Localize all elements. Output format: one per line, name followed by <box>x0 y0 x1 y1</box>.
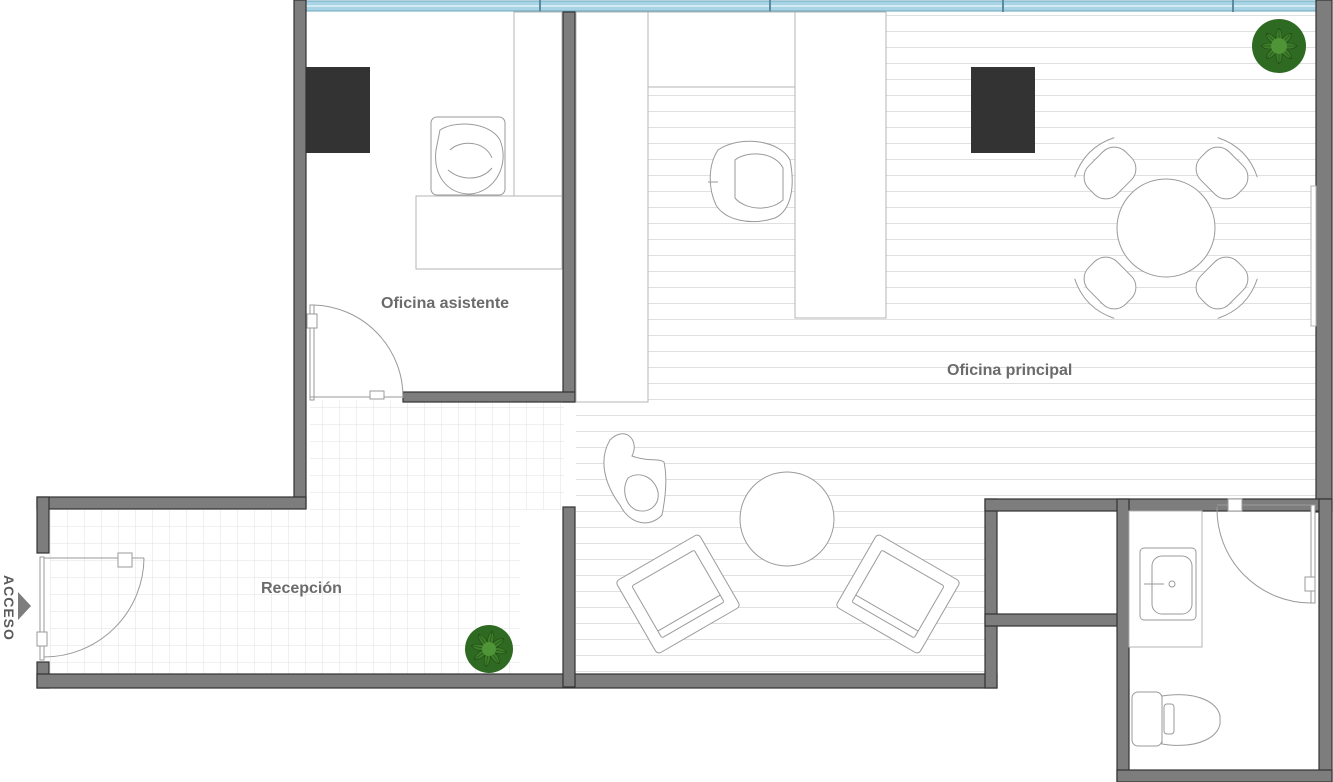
doors <box>36 304 1316 661</box>
office-chair-icon <box>430 116 506 196</box>
assistant-desk <box>415 195 563 270</box>
main-desk <box>794 11 887 319</box>
plant-icon <box>465 625 513 673</box>
bathroom-fixtures <box>1128 510 1221 747</box>
sink-icon <box>1139 547 1197 621</box>
armchair-icon <box>616 534 740 654</box>
toilet-icon <box>1131 691 1221 747</box>
assistant-cabinet <box>306 67 370 153</box>
office-chair-icon <box>708 140 793 223</box>
armchair-icon <box>603 433 667 524</box>
room-label-main-office: Oficina principal <box>947 362 1073 379</box>
room-label-assistant-office: Oficina asistente <box>381 295 510 312</box>
coffee-table <box>739 471 835 567</box>
armchair-icon <box>836 534 960 654</box>
plant-icon <box>1252 19 1306 73</box>
window-strip <box>305 0 1317 12</box>
meeting-chairs <box>1074 137 1258 319</box>
access-label: ACCESO <box>1 575 17 641</box>
access-arrow-icon <box>18 592 31 620</box>
meeting-table <box>1116 178 1216 278</box>
main-cabinet <box>971 67 1035 153</box>
assistant-office-furniture <box>306 11 563 270</box>
main-office-furniture <box>575 11 1317 654</box>
room-label-reception: Recepción <box>261 580 342 597</box>
